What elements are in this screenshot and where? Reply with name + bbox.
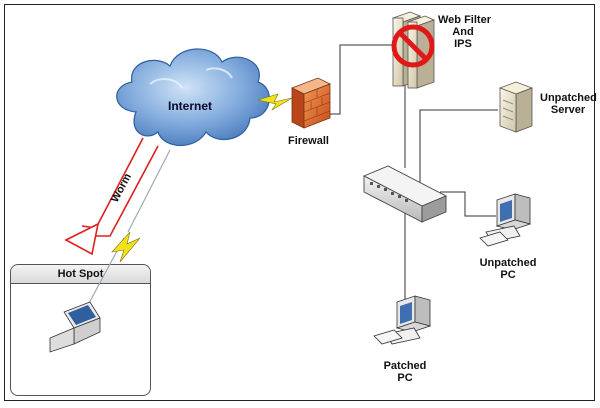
no-entry-icon (391, 24, 435, 68)
web-filter-label-line3: IPS (454, 38, 472, 50)
unpatched-pc-label-line2: PC (500, 269, 516, 281)
web-filter-label: Web Filter And IPS (438, 14, 491, 50)
hotspot-title: Hot Spot (57, 268, 104, 280)
unpatched-pc-label: Unpatched PC (478, 257, 538, 281)
server-icon (498, 81, 534, 133)
hotspot-header: Hot Spot (11, 265, 150, 284)
arrow-icon (64, 222, 100, 256)
desktop-pc-icon (479, 193, 532, 247)
patched-pc-label: Patched PC (380, 360, 430, 384)
unpatched-server-label: Unpatched Server (540, 92, 597, 116)
worm-arrow (64, 137, 159, 256)
desktop-pc-icon (373, 295, 432, 345)
switch-icon (362, 165, 448, 223)
firewall-label: Firewall (288, 135, 329, 147)
network-cables (330, 44, 498, 300)
cloud-icon (116, 48, 270, 146)
unpatched-server-label-line2: Server (550, 104, 586, 116)
lightning-icon (111, 231, 141, 263)
cloud-label: Internet (168, 99, 213, 113)
patched-pc-label-line2: PC (397, 372, 413, 384)
unpatched-pc-label-line1: Unpatched (479, 257, 537, 269)
patched-pc-label-line1: Patched (383, 360, 427, 372)
web-filter-label-line1: Web Filter (438, 14, 491, 26)
laptop-icon (49, 301, 101, 353)
unpatched-server-label-line1: Unpatched (540, 92, 597, 104)
wireless-link (87, 149, 171, 306)
firewall-icon (291, 77, 331, 129)
web-filter-label-line2: And (452, 26, 474, 38)
